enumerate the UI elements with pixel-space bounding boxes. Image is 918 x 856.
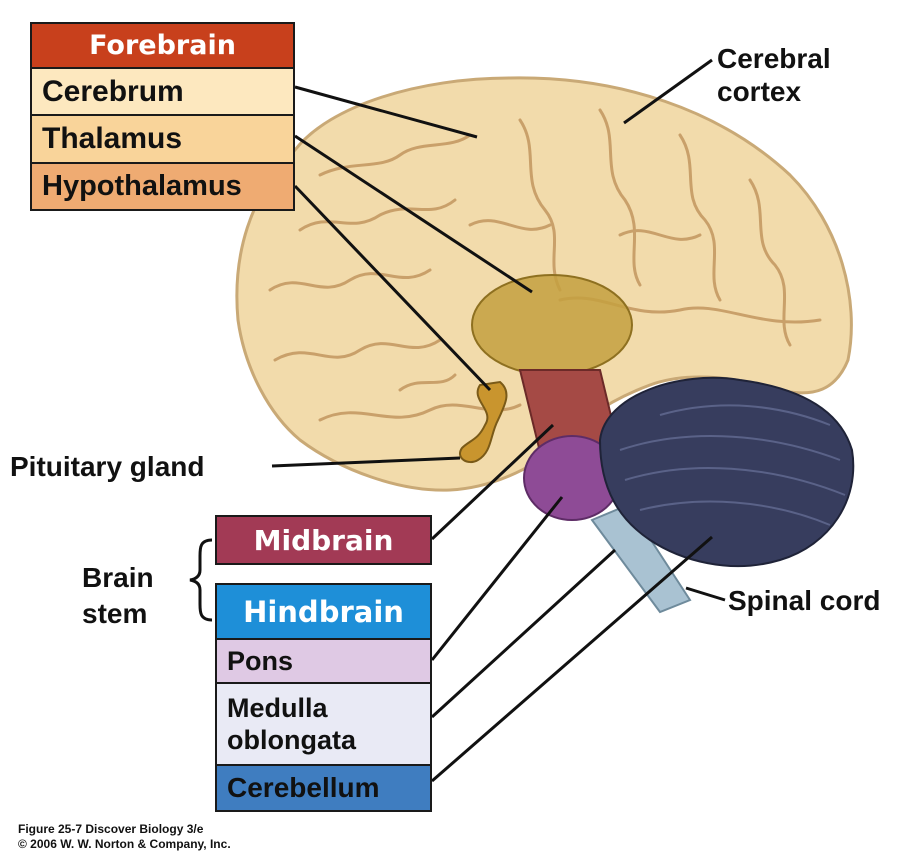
thalamus-shape <box>472 275 632 375</box>
cerebellum-label: Cerebellum <box>215 765 432 812</box>
brain-stem-brace <box>190 540 212 620</box>
medulla-line2: oblongata <box>227 724 356 756</box>
medulla-oblongata-label: Medulla oblongata <box>215 683 432 765</box>
hindbrain-header: Hindbrain <box>215 583 432 639</box>
medulla-line1: Medulla <box>227 692 328 724</box>
pons-label: Pons <box>215 639 432 683</box>
forebrain-header: Forebrain <box>30 22 295 68</box>
cerebral-cortex-line2: cortex <box>717 75 831 108</box>
cerebral-cortex-line1: Cerebral <box>717 42 831 75</box>
brain-stem-line2: stem <box>82 596 154 632</box>
figure-caption: Figure 25-7 Discover Biology 3/e © 2006 … <box>18 822 231 852</box>
caption-line1: Figure 25-7 Discover Biology 3/e <box>18 822 231 837</box>
cerebrum-label: Cerebrum <box>30 68 295 115</box>
caption-line2: © 2006 W. W. Norton & Company, Inc. <box>18 837 231 852</box>
brain-stem-line1: Brain <box>82 560 154 596</box>
hypothalamus-label: Hypothalamus <box>30 163 295 211</box>
pituitary-gland-label: Pituitary gland <box>10 450 204 483</box>
midbrain-header: Midbrain <box>215 515 432 565</box>
cerebral-cortex-label: Cerebral cortex <box>717 42 831 108</box>
thalamus-label: Thalamus <box>30 115 295 163</box>
brain-stem-label: Brain stem <box>82 560 154 632</box>
spinal-cord-label: Spinal cord <box>728 584 880 617</box>
